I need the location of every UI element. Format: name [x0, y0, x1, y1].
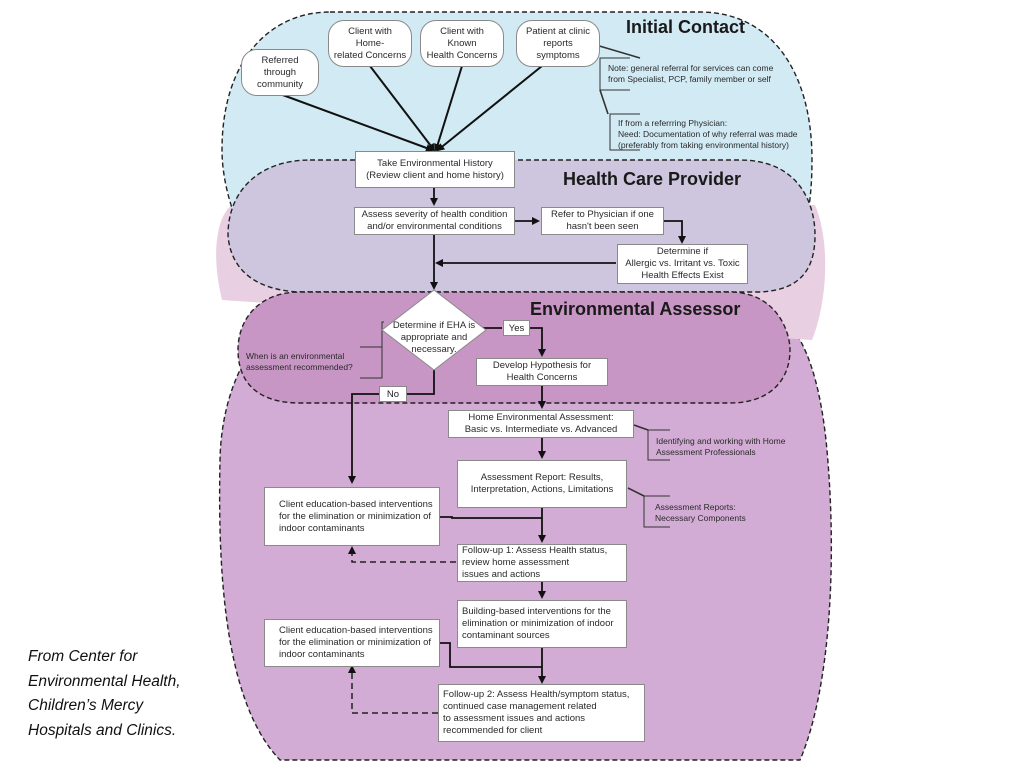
- entry-home-related-concerns[interactable]: Client with Home- related Concerns: [328, 20, 412, 67]
- note-general-referral: Note: general referral for services can …: [608, 63, 774, 84]
- step-take-environmental-history[interactable]: Take Environmental History (Review clien…: [355, 151, 515, 188]
- zone-title-initial-contact: Initial Contact: [626, 17, 746, 37]
- step-client-education-2[interactable]: Client education-based interventions for…: [264, 619, 440, 667]
- zone-title-environmental-assessor: Environmental Assessor: [530, 299, 741, 319]
- step-home-environmental-assessment[interactable]: Home Environmental Assessment: Basic vs.…: [448, 410, 634, 438]
- source-citation: From Center for Environmental Health, Ch…: [28, 648, 181, 739]
- step-building-interventions[interactable]: Building-based interventions for the eli…: [457, 600, 627, 648]
- note-brackets: [360, 44, 670, 528]
- zone-environmental-assessor: [237, 291, 791, 404]
- step-client-education-1[interactable]: Client education-based interventions for…: [264, 487, 440, 546]
- entry-referred-community[interactable]: Referred through community: [241, 49, 319, 96]
- decision-diamond: [381, 289, 487, 371]
- no-label: No: [379, 386, 407, 402]
- step-assess-severity[interactable]: Assess severity of health condition and/…: [354, 207, 515, 235]
- feedback-arrows: [348, 546, 456, 714]
- note-physician-referral: If from a referrring Physician: Need: Do…: [618, 118, 798, 150]
- zone-title-health-care-provider: Health Care Provider: [563, 169, 742, 189]
- step-assessment-report[interactable]: Assessment Report: Results, Interpretati…: [457, 460, 627, 508]
- step-followup-2[interactable]: Follow-up 2: Assess Health/symptom statu…: [438, 684, 645, 742]
- step-develop-hypothesis[interactable]: Develop Hypothesis for Health Concerns: [476, 358, 608, 386]
- entry-arrows: [279, 65, 543, 152]
- note-home-professionals: Identifying and working with Home Assess…: [656, 436, 786, 457]
- step-followup-1[interactable]: Follow-up 1: Assess Health status, revie…: [457, 544, 627, 582]
- flow-arrows: [348, 188, 686, 684]
- step-determine-health-effects[interactable]: Determine if Allergic vs. Irritant vs. T…: [617, 244, 748, 284]
- entry-known-health-concerns[interactable]: Client with Known Health Concerns: [420, 20, 504, 67]
- yes-label: Yes: [503, 320, 530, 336]
- note-report-components: Assessment Reports: Necessary Components: [655, 502, 746, 523]
- step-refer-physician[interactable]: Refer to Physician if one hasn't been se…: [541, 207, 664, 235]
- entry-patient-clinic-symptoms[interactable]: Patient at clinic reports symptoms: [516, 20, 600, 67]
- decision-eha-text: Determine if EHA is appropriate and nece…: [392, 320, 476, 355]
- note-eha-when: When is an environmental assessment reco…: [246, 351, 353, 372]
